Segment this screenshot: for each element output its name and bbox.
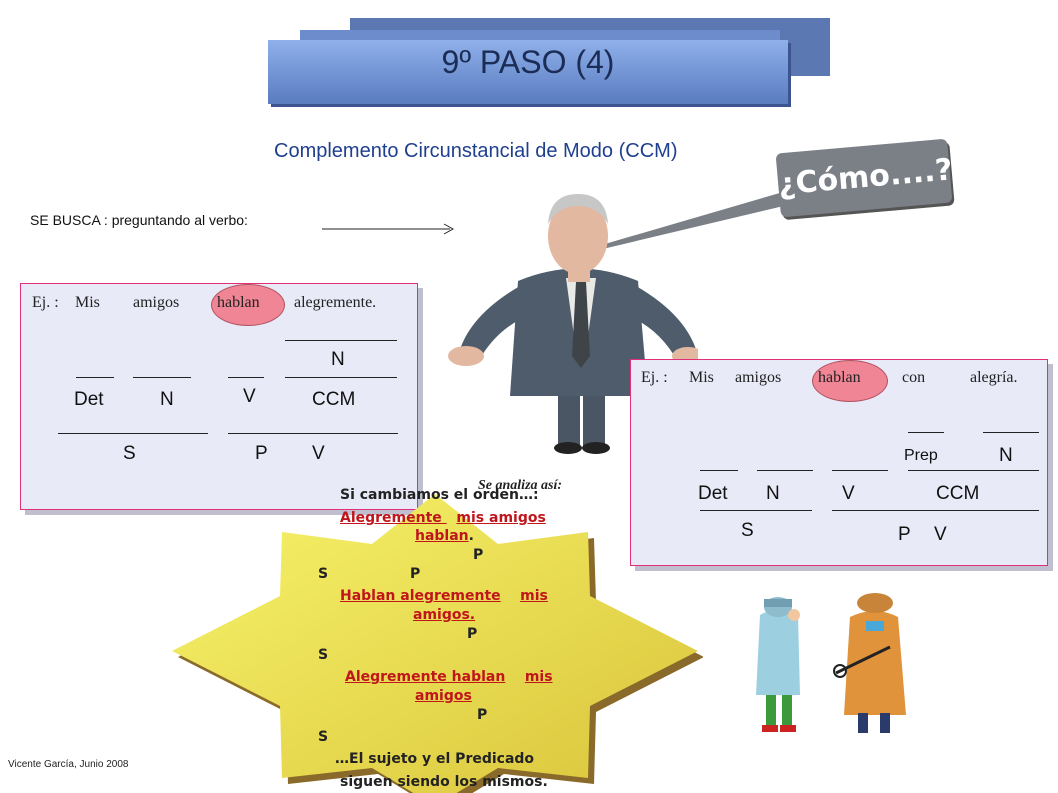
label-det: Det	[74, 389, 104, 410]
prompt-text: SE BUSCA : preguntando al verbo:	[30, 212, 248, 228]
analyze-label: Se analiza así:	[478, 478, 563, 493]
underline	[700, 510, 812, 511]
example1-word: alegremente.	[294, 294, 377, 311]
underline	[285, 340, 397, 341]
label-p: P	[898, 524, 911, 545]
label-det: Det	[698, 483, 728, 504]
star-line: Alegremente hablan mis	[345, 669, 553, 685]
label-ccm: CCM	[936, 483, 980, 504]
star-line: Hablan alegremente mis	[340, 588, 548, 604]
example2-word: hablan	[818, 369, 861, 386]
businessman-illustration	[448, 194, 698, 454]
footer-credit: Vicente García, Junio 2008	[8, 759, 129, 770]
label-n: N	[766, 483, 780, 504]
example2-word: alegría.	[970, 369, 1018, 386]
star-mark-p: P	[467, 626, 478, 642]
label-ccm: CCM	[312, 389, 356, 410]
star-mark-s: S	[318, 647, 329, 663]
underline	[133, 377, 191, 378]
star-shape	[172, 494, 703, 793]
label-n: N	[331, 349, 345, 370]
prompt-arrow	[322, 223, 455, 235]
underline	[285, 377, 397, 378]
star-line: hablan.	[415, 528, 474, 544]
underline	[983, 432, 1039, 433]
underline	[58, 433, 208, 434]
example2-word: amigos	[735, 369, 782, 386]
example1-word: amigos	[133, 294, 180, 311]
detectives-illustration	[756, 593, 906, 733]
banner	[268, 40, 788, 104]
underline	[908, 470, 1039, 471]
underline	[832, 510, 1039, 511]
star-mark-s: S	[318, 729, 329, 745]
subtitle: Complemento Circunstancial de Modo (CCM)	[274, 140, 678, 162]
star-outro: siguen siendo los mismos.	[340, 774, 548, 790]
label-s: S	[123, 443, 136, 464]
star-outro: …El sujeto y el Predicado	[335, 751, 535, 767]
label-n: N	[999, 445, 1013, 466]
example1-prefix: Ej. :	[32, 294, 59, 311]
underline	[228, 433, 398, 434]
underline	[757, 470, 813, 471]
star-intro: Si cambiamos el orden…:	[340, 487, 539, 503]
verb-highlight-1	[211, 284, 285, 326]
example-box-1	[20, 283, 418, 510]
underline	[832, 470, 888, 471]
label-n: N	[160, 389, 174, 410]
label-v: V	[842, 483, 855, 504]
example1-word: Mis	[75, 294, 100, 311]
star-line: Alegremente mis amigos	[340, 510, 546, 526]
example2-word: con	[902, 369, 926, 386]
star-mark-p: P	[410, 566, 421, 582]
page-title: 9º PASO (4)	[441, 44, 615, 80]
label-v: V	[243, 386, 256, 407]
label-prep: Prep	[904, 447, 938, 464]
example2-word: Mis	[689, 369, 714, 386]
star-line: amigos.	[413, 607, 476, 623]
underline	[76, 377, 114, 378]
star-line: amigos	[415, 688, 472, 704]
star-mark-p: P	[473, 547, 484, 563]
underline	[228, 377, 264, 378]
underline	[700, 470, 738, 471]
underline	[908, 432, 944, 433]
example1-word: hablan	[217, 294, 260, 311]
label-v: V	[934, 524, 947, 545]
example2-prefix: Ej. :	[641, 369, 668, 386]
label-v: V	[312, 443, 325, 464]
verb-highlight-2	[812, 360, 888, 402]
star-mark-p: P	[477, 707, 488, 723]
label-p: P	[255, 443, 268, 464]
label-s: S	[741, 520, 754, 541]
star-mark-s: S	[318, 566, 329, 582]
